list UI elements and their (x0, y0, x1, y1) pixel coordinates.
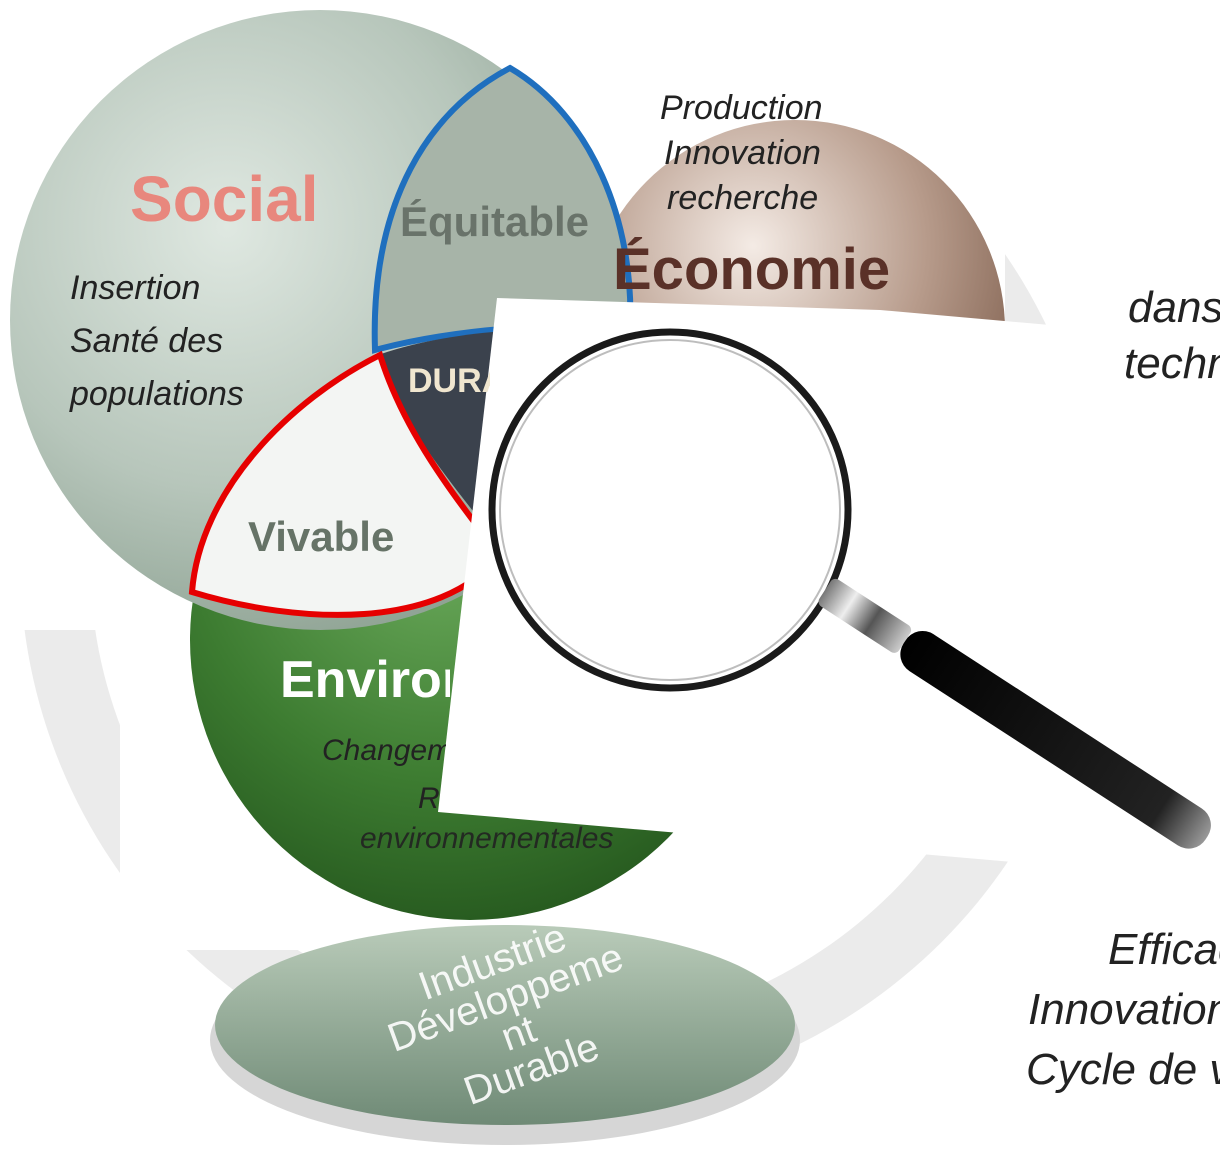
vivable-region (188, 350, 504, 618)
social-title: Social (130, 163, 319, 235)
environnement-item-clip: Ressources (418, 776, 440, 816)
side-text-top-clip: dans les systèmes technologiques (1120, 280, 1220, 380)
environnement-item: Changements (322, 734, 446, 767)
environnement-item: environnementales (360, 822, 614, 855)
economie-item: Innovation (664, 134, 821, 172)
side-text-bottom: Innovation technologique (1028, 985, 1220, 1034)
social-item: Santé des (70, 322, 224, 360)
economie-item: recherche (667, 179, 819, 217)
magnifier-icon (488, 328, 1211, 849)
environnement-title-clip: Environnement (280, 650, 450, 712)
economie-item: Production (660, 89, 823, 127)
durable-label-clip: DURABLE (408, 362, 490, 410)
vivable-label: Vivable (248, 513, 395, 560)
side-text-bottom: Efficacité énergétique (1108, 925, 1220, 974)
social-item: populations (70, 375, 244, 413)
environnement-item-clip: Changements (322, 728, 446, 772)
side-text-top: dans les systèmes (1128, 283, 1220, 332)
social-item: Insertion (70, 269, 201, 307)
environnement-item: Ressources (418, 782, 440, 815)
economie-title: Économie (613, 237, 891, 302)
side-text-top: technologiques (1124, 339, 1220, 380)
side-text-bottom: Cycle de vie (1026, 1045, 1220, 1094)
durable-label: DURABLE (408, 362, 490, 400)
base-disc (210, 925, 800, 1145)
environnement-title: Environnement (280, 651, 450, 709)
equitable-label: Équitable (400, 198, 590, 245)
side-text-bottom-clip: Efficacité énergétique Innovation techno… (1020, 920, 1220, 1100)
